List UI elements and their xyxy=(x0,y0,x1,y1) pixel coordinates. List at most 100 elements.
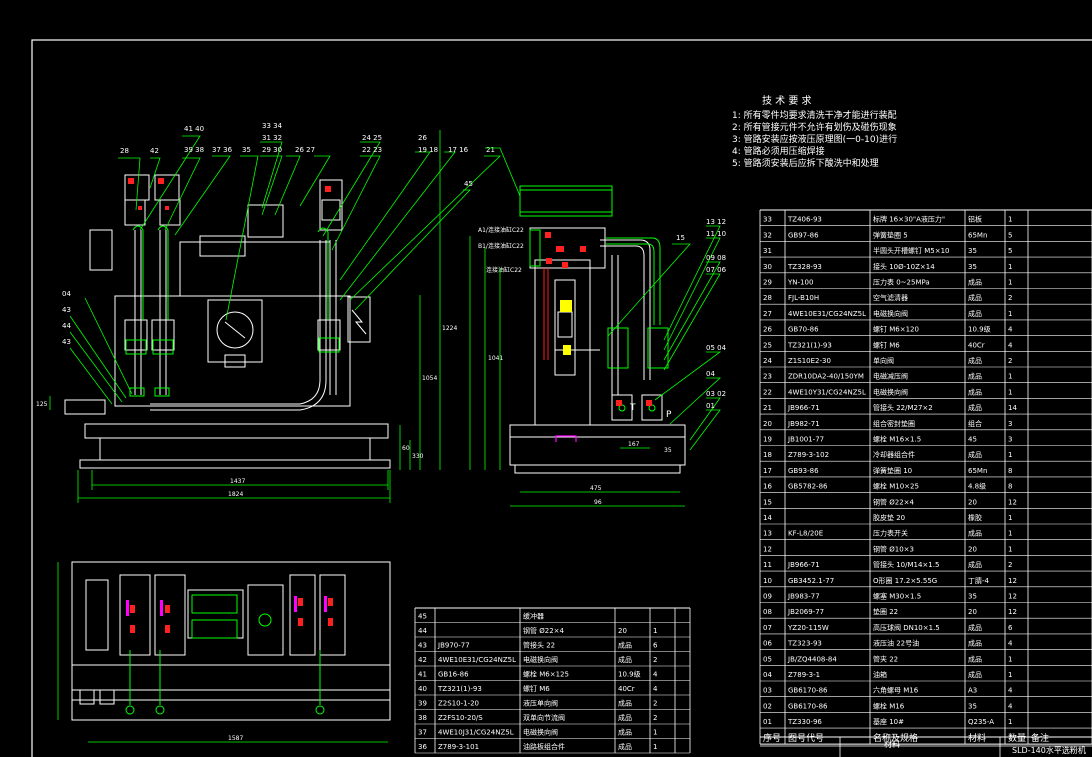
right-table-cell: 5 xyxy=(1008,247,1012,255)
right-table-cell: Z789-3-1 xyxy=(788,671,820,679)
bottom-table-cell: 缓冲器 xyxy=(523,612,544,621)
right-table-cell: 成品 xyxy=(968,639,982,648)
right-table-cell: O形圈 17.2×5.55G xyxy=(873,577,937,585)
right-table-cell: 1 xyxy=(1008,530,1012,538)
right-table-cell: GB70-86 xyxy=(788,326,819,334)
right-table-cell: 12 xyxy=(1008,498,1017,506)
bottom-table-cell: 1 xyxy=(653,627,657,635)
bottom-table-cell: 37 xyxy=(418,729,427,737)
right-table-cell: 螺塞 M30×1.5 xyxy=(873,592,921,601)
right-table-cell: 6 xyxy=(1008,624,1013,632)
bottom-table-cell: 38 xyxy=(418,714,427,722)
bottom-table-cell: Z2FS10-20/S xyxy=(438,714,483,722)
right-table-cell: 2 xyxy=(1008,294,1012,302)
side-tank xyxy=(534,259,591,426)
right-table-cell: 4 xyxy=(1008,687,1013,695)
leader-left-04: 04 xyxy=(62,290,71,298)
right-table-cell: JB966-71 xyxy=(787,561,820,569)
front-dimension-texts: 1437 1824 125 60 330 1054 1224 xyxy=(36,325,457,498)
tech-req-3: 3: 管路安装应按液压原理图(一0-10)进行 xyxy=(732,133,897,145)
bottom-table-cell: 4WE10E31/CG24NZ5L xyxy=(438,656,516,664)
right-table-cell: 管接头 22/M27×2 xyxy=(873,403,933,412)
right-table-cell: 1 xyxy=(1008,718,1012,726)
tech-req-2: 2: 所有管接元件不允许有划伤及碰伤现象 xyxy=(732,121,897,133)
bottom-table-cell: 钢管 Ø22×4 xyxy=(523,626,565,635)
right-table-cell: 31 xyxy=(763,247,772,255)
right-table-cell: TZ321(1)-93 xyxy=(787,341,832,349)
bottom-table-cell: 1 xyxy=(653,729,657,737)
right-table-cell: 65Mn xyxy=(968,467,987,475)
right-table-cell: 4 xyxy=(1008,341,1013,349)
pressure-gauge xyxy=(216,311,254,349)
right-table-header-cell: 序号 xyxy=(763,732,781,744)
right-table-cell: 10 xyxy=(763,577,772,585)
leader-22-23: 22 23 xyxy=(362,146,382,154)
right-table-cell: 17 xyxy=(763,467,772,475)
right-table-header-cell: 名称及规格 xyxy=(873,732,918,744)
bottom-table-cell: GB16-86 xyxy=(438,671,469,679)
side-view-magenta-part xyxy=(555,435,577,442)
right-table-cell: 电磁换向阀 xyxy=(873,387,908,396)
right-table-cell: 电磁减压阀 xyxy=(873,372,908,381)
right-table-cell: 成品 xyxy=(968,403,982,412)
right-table-cell: 32 xyxy=(763,231,772,239)
right-table-cell: 14 xyxy=(1008,404,1017,412)
right-table-cell: 1 xyxy=(1008,545,1012,553)
right-table-cell: 六角螺母 M16 xyxy=(873,686,919,695)
right-table-cell: 14 xyxy=(763,514,772,522)
bottom-table-cell: 42 xyxy=(418,656,427,664)
bottom-table-cell: 41 xyxy=(418,671,427,679)
bottom-table-cell: 螺钉 M6 xyxy=(523,684,550,693)
right-table-cell: 液压油 22号油 xyxy=(873,639,919,648)
right-table-cell: 1 xyxy=(1008,263,1012,271)
right-table-cell: 25 xyxy=(763,341,772,349)
right-table-cell: 1 xyxy=(1008,216,1012,224)
right-table-cell: 管接头 10/M14×1.5 xyxy=(873,560,939,569)
tech-req-4: 4: 管路必须用压缩焊接 xyxy=(732,145,825,157)
right-table-cell: 基座 10# xyxy=(873,717,904,726)
right-table-cell: 06 xyxy=(763,640,772,648)
right-table-cell: 04 xyxy=(763,671,772,679)
leader-left-43b: 43 xyxy=(62,338,71,346)
top-view-green-parts xyxy=(125,594,325,715)
bottom-table-cell: 双单向节流阀 xyxy=(523,713,565,722)
right-table-cell: GB6170-86 xyxy=(788,702,828,710)
right-table-cell: GB3452.1-77 xyxy=(788,577,834,585)
right-table-cell: 螺钉 M6×120 xyxy=(873,325,919,334)
leader-05-04: 05 04 xyxy=(706,344,727,352)
right-table-cell: 成品 xyxy=(968,387,982,396)
right-table-cell: JB1001-77 xyxy=(787,436,824,444)
right-table-cell: JB/ZQ4408-84 xyxy=(787,655,837,663)
right-table-cell: KF-L8/20E xyxy=(788,530,823,538)
right-table-header-cell: 图号代号 xyxy=(788,733,824,744)
right-table-cell: 15 xyxy=(763,498,772,506)
right-table-cell: 12 xyxy=(1008,577,1017,585)
gauge-panel xyxy=(207,299,263,363)
side-view xyxy=(509,185,686,474)
right-table-cell: 成品 xyxy=(968,654,982,663)
right-table-cell: 成品 xyxy=(968,529,982,538)
right-table-cell: 1 xyxy=(1008,388,1012,396)
right-table-header-cell: 备注 xyxy=(1031,732,1049,744)
port-b1: B1/连接油缸C22 xyxy=(478,242,524,250)
leader-41-40: 41 40 xyxy=(184,125,204,133)
right-table-cell: 30 xyxy=(763,263,772,271)
right-table-cell: 4 xyxy=(1008,702,1013,710)
right-table-cell: 12 xyxy=(1008,593,1017,601)
right-table-cell: 19 xyxy=(763,436,772,444)
right-table-cell: 12 xyxy=(763,545,772,553)
bottom-table-cell: 39 xyxy=(418,700,427,708)
right-table-cell: 电磁换向阀 xyxy=(873,309,908,318)
right-table-cell: YN-100 xyxy=(787,279,813,287)
port-t: T xyxy=(629,403,636,413)
right-table-cell: 33 xyxy=(763,216,772,224)
right-table-cell: GB97-86 xyxy=(788,231,819,239)
right-table-cell: 1 xyxy=(1008,310,1012,318)
right-table-cell: 空气滤清器 xyxy=(873,293,908,302)
bottom-table-cell: 成品 xyxy=(618,699,632,708)
right-table-cell: 2 xyxy=(1008,561,1012,569)
dim-475: 475 xyxy=(590,485,602,492)
right-table-cell: 螺栓 M16×1.5 xyxy=(873,435,921,444)
leader-31-32: 31 32 xyxy=(262,134,282,142)
bottom-table-cell: Z789-3-101 xyxy=(438,743,479,751)
